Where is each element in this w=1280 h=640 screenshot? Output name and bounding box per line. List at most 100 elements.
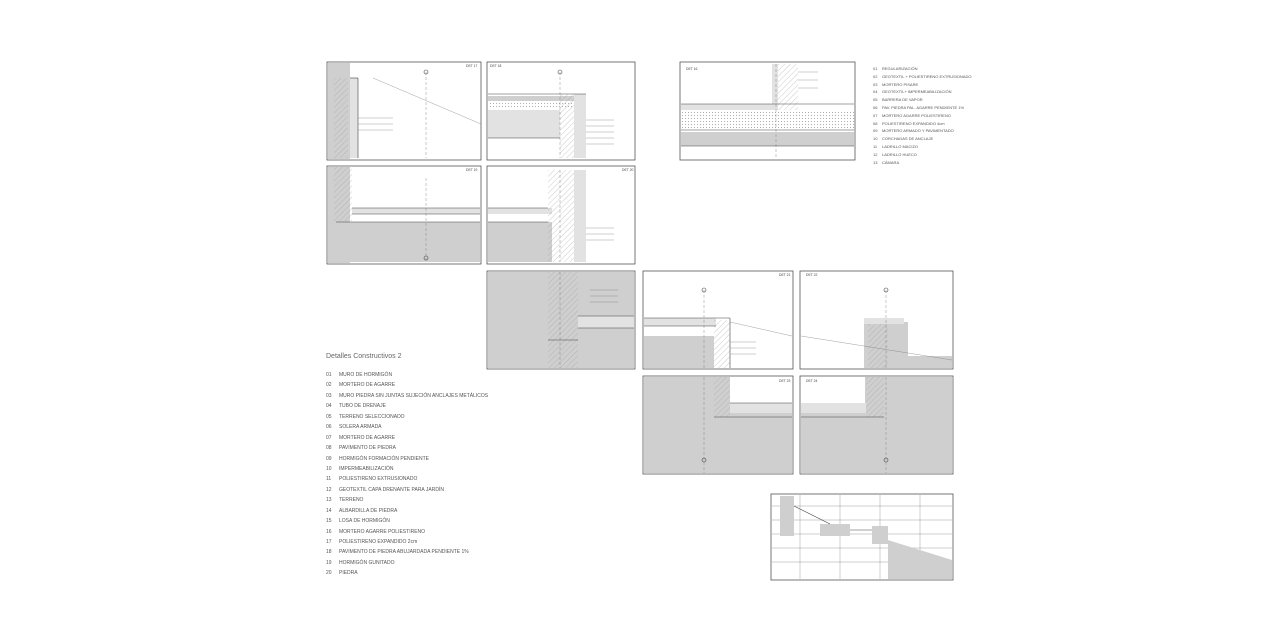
legend-item-text: PAVIMENTO DE PIEDRA ABUJARDADA PENDIENTE… [339,549,469,556]
legend-item-text: GEOTEXTIL + POLIESTIRENO EXTRUSIONADO [882,73,972,79]
legend-item: 04 GEOTEXTIL+ IMPERMEABILIZACIÓN [873,88,972,96]
legend-item-text: POLIESTIRENO EXPANDIDO 4cm [882,120,945,126]
detail-panel-18: DET 18 [486,61,636,161]
legend-heading: Detalles Constructivos 2 [326,353,402,360]
legend-item: 17 POLIESTIRENO EXPANDIDO 2cm [326,537,488,547]
legend-item-text: LADRILLO MACIZO [882,143,919,149]
legend-item-number: 04 [326,403,332,410]
legend-item-number: 04 [873,89,878,95]
legend-item-text: POLIESTIRENO EXTRUSIONADO [339,476,418,483]
legend-item-number: 11 [326,476,332,483]
legend-item-text: PIEDRA [339,570,358,577]
legend-list: 01 REGULARIZACIÓN 02 GEOTEXTIL + POLIESTIRE… [873,65,972,166]
legend-item-text: POLIESTIRENO EXPANDIDO 2cm [339,539,418,545]
legend-item: 09 HORMIGÓN FORMACIÓN PENDIENTE [326,454,488,464]
legend-item-number: 06 [873,104,878,110]
legend-main: Detalles Constructivos 2 01 MURO DE HORMI… [326,353,488,579]
panel-tag: DET 24 [806,379,818,383]
legend-item-number: 06 [326,424,332,431]
legend-item: 12 LADRILLO HUECO [873,151,972,159]
legend-item-text: MORTERO ARMADO Y PAVIMENTADO [882,128,954,134]
panel-tag: DET 21 [779,273,791,277]
legend-item: 04 TUBO DE DRENAJE [326,401,488,411]
legend-item: 11 LADRILLO MACIZO [873,143,972,151]
legend-item: 18 PAVIMENTO DE PIEDRA ABUJARDADA PENDIEN… [326,547,488,557]
legend-item-number: 17 [326,539,332,545]
legend-item-text: TERRENO SELECCIONADO [339,413,405,420]
panel-tag: DET 16 [686,67,698,71]
detail-panel-21: DET 21 [642,270,794,370]
legend-item-number: 07 [873,112,878,118]
legend-item-number: 09 [326,455,332,462]
detail-panel-stair [486,270,636,370]
detail-panel-17: DET 17 [326,61,482,161]
legend-item-number: 12 [873,151,878,157]
legend-item-number: 01 [326,372,332,378]
legend-item-text: PAV. PIEDRA PAL. AGARRE PENDIENTE 1% [882,104,965,110]
legend-item-text: ALBARDILLA DE PIEDRA [339,507,398,514]
legend-item-text: CORCHADAS DE ANCLAJE [882,136,934,142]
legend-item-text: GEOTEXTIL CAPA DRENANTE PARA JARDÍN [339,486,444,493]
legend-item-number: 14 [326,507,332,514]
legend-item-number: 09 [873,128,878,134]
legend-item: 03 MURO PIEDRA SIN JUNTAS SUJECIÓN ANCLAJ… [326,391,488,401]
legend-item-number: 01 [873,66,878,71]
legend-item: 02 MORTERO DE AGARRE [326,380,488,390]
legend-item-text: LADRILLO HUECO [882,151,917,157]
panel-tag: DET 19 [466,168,478,172]
legend-item-text: MORTERO AGARRE POLIESTIRENO [339,528,426,535]
detail-panel-23: DET 23 [642,375,794,475]
legend-item: 14 ALBARDILLA DE PIEDRA [326,506,488,516]
legend-item: 20 PIEDRA [326,568,488,578]
legend-item: 12 GEOTEXTIL CAPA DRENANTE PARA JARDÍN [326,485,488,495]
legend-item-text: BARRERA DE VAPOR [882,97,923,103]
legend-item-text: MORTERO AGARRE POLIESTIRENO [882,112,951,118]
detail-panel-16: DET 16 [679,61,856,161]
panel-tag: DET 20 [622,168,634,172]
legend-item-text: HORMIGÓN GUNITADO [339,559,395,566]
legend-item-number: 12 [326,486,332,493]
legend-item-text: MORTERO DE AGARRE [339,382,396,389]
legend-right: 01 REGULARIZACIÓN 02 GEOTEXTIL + POLIESTIRE… [873,65,972,166]
legend-item: 07 MORTERO AGARRE POLIESTIRENO [873,112,972,120]
legend-item: 09 MORTERO ARMADO Y PAVIMENTADO [873,127,972,135]
legend-item-text: HORMIGÓN FORMACIÓN PENDIENTE [339,455,430,462]
legend-item-number: 02 [326,382,332,389]
legend-item-text: MURO DE HORMIGÓN [339,372,393,378]
legend-item-number: 10 [873,136,878,142]
legend-item-number: 19 [326,559,332,566]
detail-panel-20: DET 20 [486,165,636,265]
legend-item-number: 10 [326,465,332,472]
legend-item-number: 07 [326,434,332,441]
legend-item-text: REGULARIZACIÓN [882,66,918,71]
legend-item: 01 MURO DE HORMIGÓN [326,370,488,380]
legend-item-number: 03 [326,392,332,399]
legend-item-text: IMPERMEABILIZACIÓN [339,465,394,472]
legend-item-number: 16 [326,528,332,535]
legend-item-number: 15 [326,518,332,525]
detail-panel-overview [770,493,954,581]
legend-item-number: 20 [326,570,332,577]
detail-panel-22: DET 22 [799,270,954,370]
legend-item: 10 CORCHADAS DE ANCLAJE [873,135,972,143]
legend-item-number: 02 [873,73,878,79]
legend-item: 06 PAV. PIEDRA PAL. AGARRE PENDIENTE 1% [873,104,972,112]
legend-item-text: GEOTEXTIL+ IMPERMEABILIZACIÓN [882,89,952,95]
legend-item: 10 IMPERMEABILIZACIÓN [326,464,488,474]
detail-panel-19: DET 19 [326,165,482,265]
legend-item-number: 18 [326,549,332,556]
legend-item-text: MURO PIEDRA SIN JUNTAS SUJECIÓN ANCLAJES… [339,392,489,399]
legend-item: 19 HORMIGÓN GUNITADO [326,558,488,568]
legend-item-text: TUBO DE DRENAJE [339,403,386,410]
legend-item-number: 11 [873,143,878,149]
